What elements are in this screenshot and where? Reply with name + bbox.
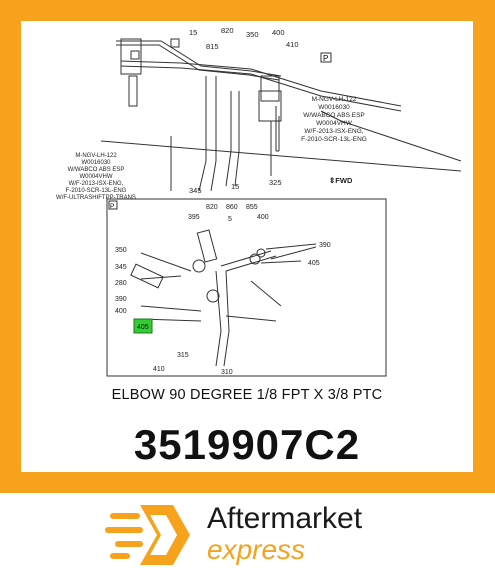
svg-text:820: 820 bbox=[221, 26, 234, 35]
svg-text:345: 345 bbox=[115, 264, 127, 271]
svg-text:350: 350 bbox=[115, 247, 127, 254]
svg-text:W/F-2013-ISX-ENG,: W/F-2013-ISX-ENG, bbox=[304, 128, 363, 135]
svg-text:310: 310 bbox=[221, 369, 233, 376]
brand-logo-icon bbox=[105, 505, 190, 565]
svg-text:345: 345 bbox=[189, 186, 202, 195]
svg-text:820: 820 bbox=[206, 204, 218, 211]
svg-text:325: 325 bbox=[269, 178, 282, 187]
svg-text:W0004VHW: W0004VHW bbox=[79, 174, 112, 180]
svg-text:15: 15 bbox=[231, 182, 239, 191]
brand-name-secondary: express bbox=[207, 534, 306, 565]
svg-text:350: 350 bbox=[246, 30, 259, 39]
svg-text:W0016030: W0016030 bbox=[81, 160, 111, 166]
svg-text:400: 400 bbox=[115, 308, 127, 315]
parts-diagram: P 15 820 350 400 815 410 M-NGV-LH-122 W0… bbox=[56, 26, 462, 377]
svg-text:395: 395 bbox=[188, 214, 200, 221]
svg-text:M-NGV-LH-122: M-NGV-LH-122 bbox=[312, 96, 357, 103]
svg-text:390: 390 bbox=[319, 242, 331, 249]
svg-text:400: 400 bbox=[272, 28, 285, 37]
svg-text:P: P bbox=[110, 203, 114, 210]
svg-text:410: 410 bbox=[286, 40, 299, 49]
part-number: 3519907C2 bbox=[133, 421, 361, 468]
p-marker: P bbox=[323, 54, 328, 63]
svg-text:W0004VHW: W0004VHW bbox=[316, 120, 353, 127]
svg-text:390: 390 bbox=[115, 296, 127, 303]
svg-text:410: 410 bbox=[153, 366, 165, 373]
svg-text:W/WABCO ABS ESP: W/WABCO ABS ESP bbox=[303, 112, 365, 119]
product-frame: P 15 820 350 400 815 410 M-NGV-LH-122 W0… bbox=[0, 0, 495, 493]
part-description: ELBOW 90 DEGREE 1/8 FPT X 3/8 PTC bbox=[111, 387, 383, 403]
svg-text:15: 15 bbox=[189, 28, 197, 37]
svg-text:5: 5 bbox=[228, 216, 232, 223]
product-card: P 15 820 350 400 815 410 M-NGV-LH-122 W0… bbox=[21, 21, 473, 472]
svg-text:W0016030: W0016030 bbox=[318, 104, 350, 111]
svg-text:400: 400 bbox=[257, 214, 269, 221]
svg-text:W/WABCO ABS ESP: W/WABCO ABS ESP bbox=[68, 167, 125, 173]
svg-text:280: 280 bbox=[115, 280, 127, 287]
svg-text:M-NGV-LH-122: M-NGV-LH-122 bbox=[75, 153, 117, 159]
svg-text:855: 855 bbox=[246, 204, 258, 211]
svg-text:F-2010-SCR-13L-ENG: F-2010-SCR-13L-ENG bbox=[301, 136, 367, 143]
svg-text:815: 815 bbox=[206, 42, 219, 51]
highlight-callout: 405 bbox=[137, 324, 149, 331]
svg-text:405: 405 bbox=[308, 260, 320, 267]
svg-text:W/F-2013-ISX-ENG,: W/F-2013-ISX-ENG, bbox=[69, 181, 124, 187]
svg-text:F-2010-SCR-13L-ENG: F-2010-SCR-13L-ENG bbox=[66, 188, 127, 194]
svg-text:⇕FWD: ⇕FWD bbox=[329, 176, 353, 185]
svg-text:315: 315 bbox=[177, 352, 189, 359]
svg-text:W/F-ULTRASHIFTPP-TRANS: W/F-ULTRASHIFTPP-TRANS bbox=[56, 195, 136, 201]
brand-name-primary: Aftermarket bbox=[207, 502, 363, 535]
svg-text:860: 860 bbox=[226, 204, 238, 211]
